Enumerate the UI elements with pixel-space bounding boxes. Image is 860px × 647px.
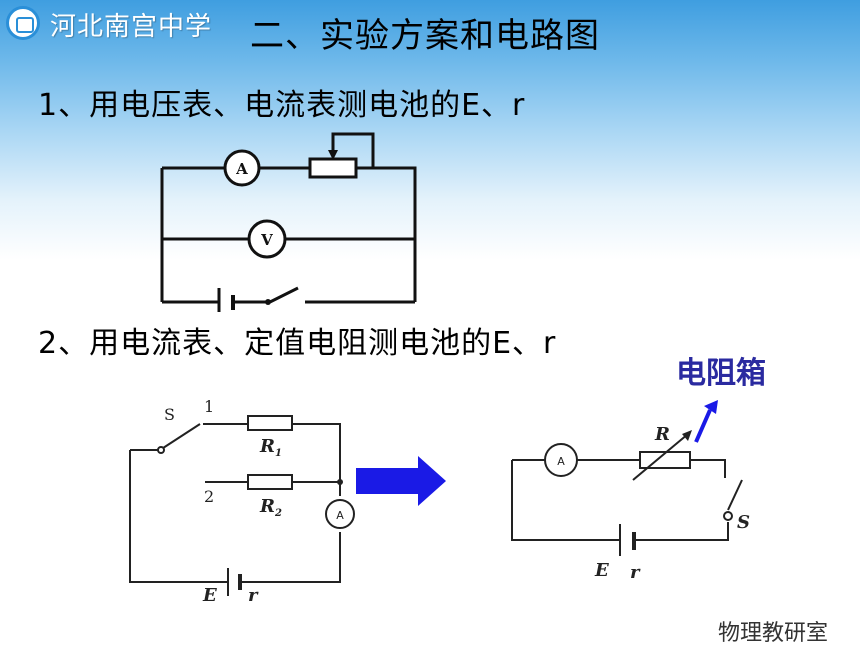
pointer-arrow — [694, 409, 712, 443]
school-logo-icon — [6, 6, 40, 40]
resistor-1-label: R1 — [259, 436, 282, 459]
arrow-right-icon — [356, 456, 446, 506]
switch-pivot — [265, 299, 271, 305]
switch-label: S — [737, 512, 750, 533]
rheostat-slider-arrow — [328, 150, 338, 160]
wire — [511, 460, 620, 541]
wire — [292, 423, 341, 496]
switch-label: S — [164, 405, 175, 424]
ammeter-label: A — [557, 455, 565, 468]
section-2-heading: 2、用电流表、定值电阻测电池的E、r — [38, 326, 557, 361]
page-title: 二、实验方案和电路图 — [250, 16, 600, 56]
wire — [690, 459, 726, 478]
switch-lever — [159, 423, 201, 451]
resistor-2-label: R2 — [259, 496, 282, 519]
resistor-r1 — [247, 415, 293, 431]
switch-pivot — [157, 446, 165, 454]
ammeter — [325, 499, 355, 529]
school-name: 河北南宫中学 — [50, 12, 213, 42]
resistance-box-label: 电阻箱 — [676, 356, 766, 391]
wire — [240, 532, 341, 583]
voltmeter — [247, 219, 287, 259]
voltmeter-label: V — [260, 231, 273, 249]
wire — [356, 166, 417, 302]
pointer-arrow-head — [704, 400, 718, 414]
internal-resistance-label: r — [630, 562, 641, 583]
wire — [634, 522, 729, 541]
circuit-1: A V — [160, 132, 417, 312]
ammeter-label: A — [336, 509, 344, 522]
rheostat — [308, 157, 358, 179]
junction-dot — [337, 479, 343, 485]
switch-lever — [269, 286, 299, 304]
variable-resistor-arrow-head — [682, 430, 692, 441]
footer-text: 物理教研室 — [718, 621, 829, 646]
switch-lever — [727, 479, 743, 511]
position-2-label: 2 — [204, 487, 214, 506]
variable-resistor-arrow — [632, 433, 689, 481]
variable-resistor-label: R — [654, 424, 670, 445]
wire — [129, 450, 228, 583]
switch-contact — [723, 511, 733, 521]
resistor-r2 — [247, 474, 293, 490]
internal-resistance-label: r — [248, 585, 259, 606]
ammeter-label: A — [235, 160, 248, 178]
ammeter — [544, 443, 578, 477]
ammeter — [223, 149, 261, 187]
rheostat-slider-wire — [331, 132, 375, 168]
position-1-label: 1 — [204, 397, 214, 416]
circuit-2-left: A S 1 2 R1 R2 E r — [129, 397, 355, 606]
emf-label: E — [594, 560, 609, 581]
circuit-2-right: A R S E r — [511, 400, 750, 583]
emf-label: E — [202, 585, 217, 606]
section-1-heading: 1、用电压表、电流表测电池的E、r — [38, 88, 526, 123]
